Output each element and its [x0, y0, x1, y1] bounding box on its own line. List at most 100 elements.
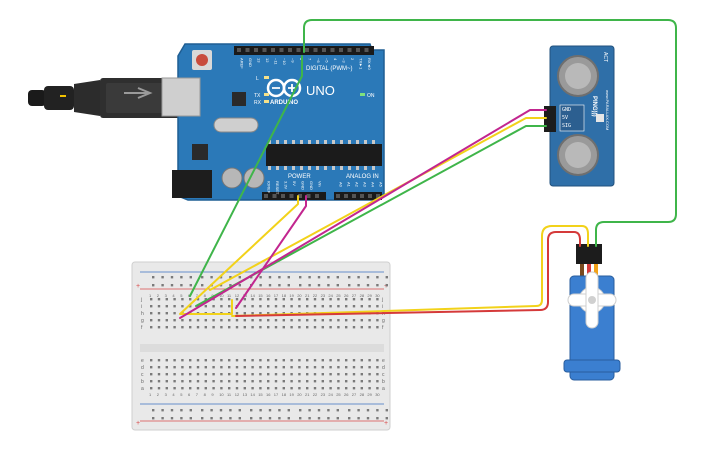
rail-hole[interactable] [299, 284, 302, 287]
terminal-hole[interactable] [376, 366, 379, 369]
terminal-hole[interactable] [243, 319, 246, 322]
rail-hole[interactable] [189, 417, 192, 420]
rail-hole[interactable] [348, 409, 351, 412]
terminal-hole[interactable] [196, 373, 200, 376]
terminal-hole[interactable] [313, 305, 317, 308]
terminal-hole[interactable] [212, 373, 215, 376]
rail-hole[interactable] [268, 409, 272, 412]
terminal-hole[interactable] [368, 366, 371, 369]
digital-pin-hole[interactable] [288, 48, 292, 52]
terminal-hole[interactable] [298, 387, 301, 390]
terminal-hole[interactable] [306, 359, 309, 362]
rail-hole[interactable] [170, 417, 174, 420]
terminal-hole[interactable] [329, 319, 332, 322]
terminal-hole[interactable] [189, 298, 192, 301]
rail-hole[interactable] [348, 417, 351, 420]
wire-green-ping-sig-to-breadboard[interactable] [195, 125, 547, 307]
terminal-hole[interactable] [274, 380, 278, 383]
terminal-hole[interactable] [259, 319, 262, 322]
rail-hole[interactable] [278, 409, 281, 412]
terminal-hole[interactable] [189, 366, 192, 369]
terminal-hole[interactable] [368, 387, 371, 390]
terminal-hole[interactable] [321, 380, 324, 383]
terminal-hole[interactable] [181, 373, 184, 376]
terminal-hole[interactable] [329, 380, 332, 383]
terminal-hole[interactable] [313, 373, 317, 376]
rail-hole[interactable] [250, 276, 253, 279]
rail-hole[interactable] [278, 284, 281, 287]
terminal-hole[interactable] [212, 387, 215, 390]
terminal-hole[interactable] [282, 305, 285, 308]
rail-hole[interactable] [357, 276, 360, 279]
rail-hole[interactable] [327, 409, 330, 412]
terminal-hole[interactable] [189, 359, 192, 362]
terminal-hole[interactable] [212, 326, 215, 329]
terminal-hole[interactable] [352, 359, 356, 362]
terminal-hole[interactable] [165, 305, 168, 308]
terminal-hole[interactable] [352, 380, 356, 383]
rail-hole[interactable] [229, 284, 232, 287]
power-pin-hole[interactable] [315, 194, 319, 198]
terminal-hole[interactable] [267, 319, 270, 322]
terminal-hole[interactable] [290, 373, 293, 376]
digital-pin-hole[interactable] [296, 48, 301, 52]
terminal-hole[interactable] [204, 359, 207, 362]
terminal-hole[interactable] [368, 326, 371, 329]
terminal-hole[interactable] [282, 366, 285, 369]
terminal-hole[interactable] [290, 387, 293, 390]
terminal-hole[interactable] [329, 366, 332, 369]
rail-hole[interactable] [170, 284, 174, 287]
terminal-hole[interactable] [360, 373, 363, 376]
rail-hole[interactable] [238, 284, 241, 287]
terminal-hole[interactable] [251, 305, 254, 308]
analog-pin-hole[interactable] [336, 194, 340, 198]
power-pin-hole[interactable] [272, 194, 277, 198]
rail-hole[interactable] [210, 409, 213, 412]
terminal-hole[interactable] [306, 326, 309, 329]
power-pin-hole[interactable] [281, 194, 285, 198]
breadboard[interactable]: + + + + 11223344556677889910101111121213… [131, 261, 391, 431]
terminal-hole[interactable] [321, 298, 324, 301]
terminal-hole[interactable] [337, 373, 340, 376]
wire-red-breadboard-to-servo[interactable] [235, 231, 581, 317]
terminal-hole[interactable] [274, 305, 278, 308]
terminal-hole[interactable] [345, 380, 348, 383]
rail-hole[interactable] [219, 284, 223, 287]
terminal-hole[interactable] [220, 380, 223, 383]
rail-hole[interactable] [299, 409, 302, 412]
rail-hole[interactable] [170, 409, 174, 412]
terminal-hole[interactable] [321, 373, 324, 376]
rail-hole[interactable] [229, 276, 232, 279]
terminal-hole[interactable] [204, 305, 207, 308]
digital-pin-hole[interactable] [279, 48, 284, 52]
terminal-hole[interactable] [150, 366, 153, 369]
terminal-hole[interactable] [173, 312, 176, 315]
terminal-hole[interactable] [290, 298, 293, 301]
terminal-hole[interactable] [267, 373, 270, 376]
terminal-hole[interactable] [165, 312, 168, 315]
terminal-hole[interactable] [165, 326, 168, 329]
rail-hole[interactable] [299, 276, 302, 279]
terminal-hole[interactable] [212, 366, 215, 369]
terminal-hole[interactable] [352, 305, 356, 308]
terminal-hole[interactable] [267, 366, 270, 369]
analog-header[interactable] [334, 192, 382, 200]
terminal-hole[interactable] [173, 326, 176, 329]
wire-yellow-5v-to-breadboard[interactable] [179, 195, 299, 315]
terminal-hole[interactable] [376, 380, 379, 383]
power-pin-hole[interactable] [298, 194, 302, 198]
terminal-hole[interactable] [313, 366, 317, 369]
terminal-hole[interactable] [235, 366, 239, 369]
rail-hole[interactable] [161, 284, 164, 287]
terminal-hole[interactable] [259, 305, 262, 308]
terminal-hole[interactable] [251, 359, 254, 362]
terminal-hole[interactable] [267, 387, 270, 390]
terminal-hole[interactable] [189, 305, 192, 308]
terminal-hole[interactable] [243, 298, 246, 301]
terminal-hole[interactable] [313, 380, 317, 383]
rail-hole[interactable] [357, 409, 360, 412]
terminal-hole[interactable] [352, 319, 356, 322]
terminal-hole[interactable] [352, 366, 356, 369]
digital-pin-hole[interactable] [245, 48, 250, 52]
terminal-hole[interactable] [196, 380, 200, 383]
